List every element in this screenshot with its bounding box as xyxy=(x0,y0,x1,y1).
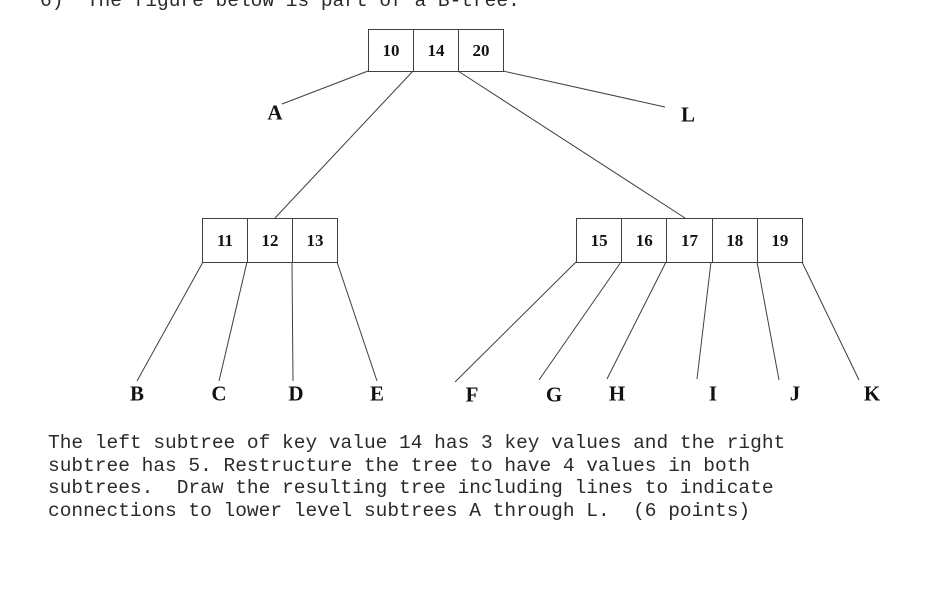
subtree-label-a: A xyxy=(267,100,283,125)
subtree-label-h: H xyxy=(608,381,626,406)
edge-node-15-16-17-18-19-to-subtree-J xyxy=(756,261,780,381)
edge-node-15-16-17-18-19-to-subtree-G xyxy=(538,261,622,381)
right-key-cell-17: 17 xyxy=(666,219,711,262)
subtree-label-b: B xyxy=(129,381,145,406)
edge-root-to-subtree-A xyxy=(281,70,369,105)
edge-root-to-node-15-16-17-18-19 xyxy=(457,70,686,219)
edge-node-15-16-17-18-19-to-subtree-K xyxy=(801,261,860,381)
subtree-label-i: I xyxy=(708,381,718,406)
edge-root-to-subtree-L xyxy=(502,70,666,108)
root-key-cell-20: 20 xyxy=(458,30,503,71)
right-key-cell-18: 18 xyxy=(711,219,757,262)
edge-node-15-16-17-18-19-to-subtree-H xyxy=(606,261,667,380)
btree-left-child-node: 11 12 13 xyxy=(202,218,338,263)
edge-node-11-12-13-to-subtree-E xyxy=(336,261,378,382)
right-key-cell-16: 16 xyxy=(621,219,666,262)
edge-root-to-node-11-12-13 xyxy=(274,70,414,219)
root-key-cell-14: 14 xyxy=(413,30,458,71)
subtree-label-g: G xyxy=(545,382,563,407)
root-key-cell-10: 10 xyxy=(382,40,400,60)
subtree-label-e: E xyxy=(369,381,385,406)
subtree-label-l: L xyxy=(680,102,696,127)
subtree-label-j: J xyxy=(789,381,801,406)
edge-node-15-16-17-18-19-to-subtree-F xyxy=(454,261,577,383)
question-intro-line: 6) The figure below is part of a B-tree. xyxy=(40,0,520,12)
subtree-label-d: D xyxy=(288,381,304,406)
edge-node-15-16-17-18-19-to-subtree-I xyxy=(696,261,712,380)
subtree-label-f: F xyxy=(465,382,479,407)
edge-node-11-12-13-to-subtree-B xyxy=(136,261,204,382)
subtree-label-k: K xyxy=(863,381,881,406)
left-key-cell-11: 11 xyxy=(216,230,234,250)
left-key-cell-12: 12 xyxy=(247,219,292,262)
subtree-label-c: C xyxy=(211,381,227,406)
btree-root-node: 10 14 20 xyxy=(368,29,504,72)
right-key-cell-15: 15 xyxy=(590,230,608,250)
edge-node-11-12-13-to-subtree-C xyxy=(218,261,248,382)
edge-node-11-12-13-to-subtree-D xyxy=(291,261,294,382)
btree-right-child-node: 15 16 17 18 19 xyxy=(576,218,803,263)
right-key-cell-19: 19 xyxy=(756,219,802,262)
left-key-cell-13: 13 xyxy=(292,219,337,262)
question-text: The left subtree of key value 14 has 3 k… xyxy=(48,432,786,522)
